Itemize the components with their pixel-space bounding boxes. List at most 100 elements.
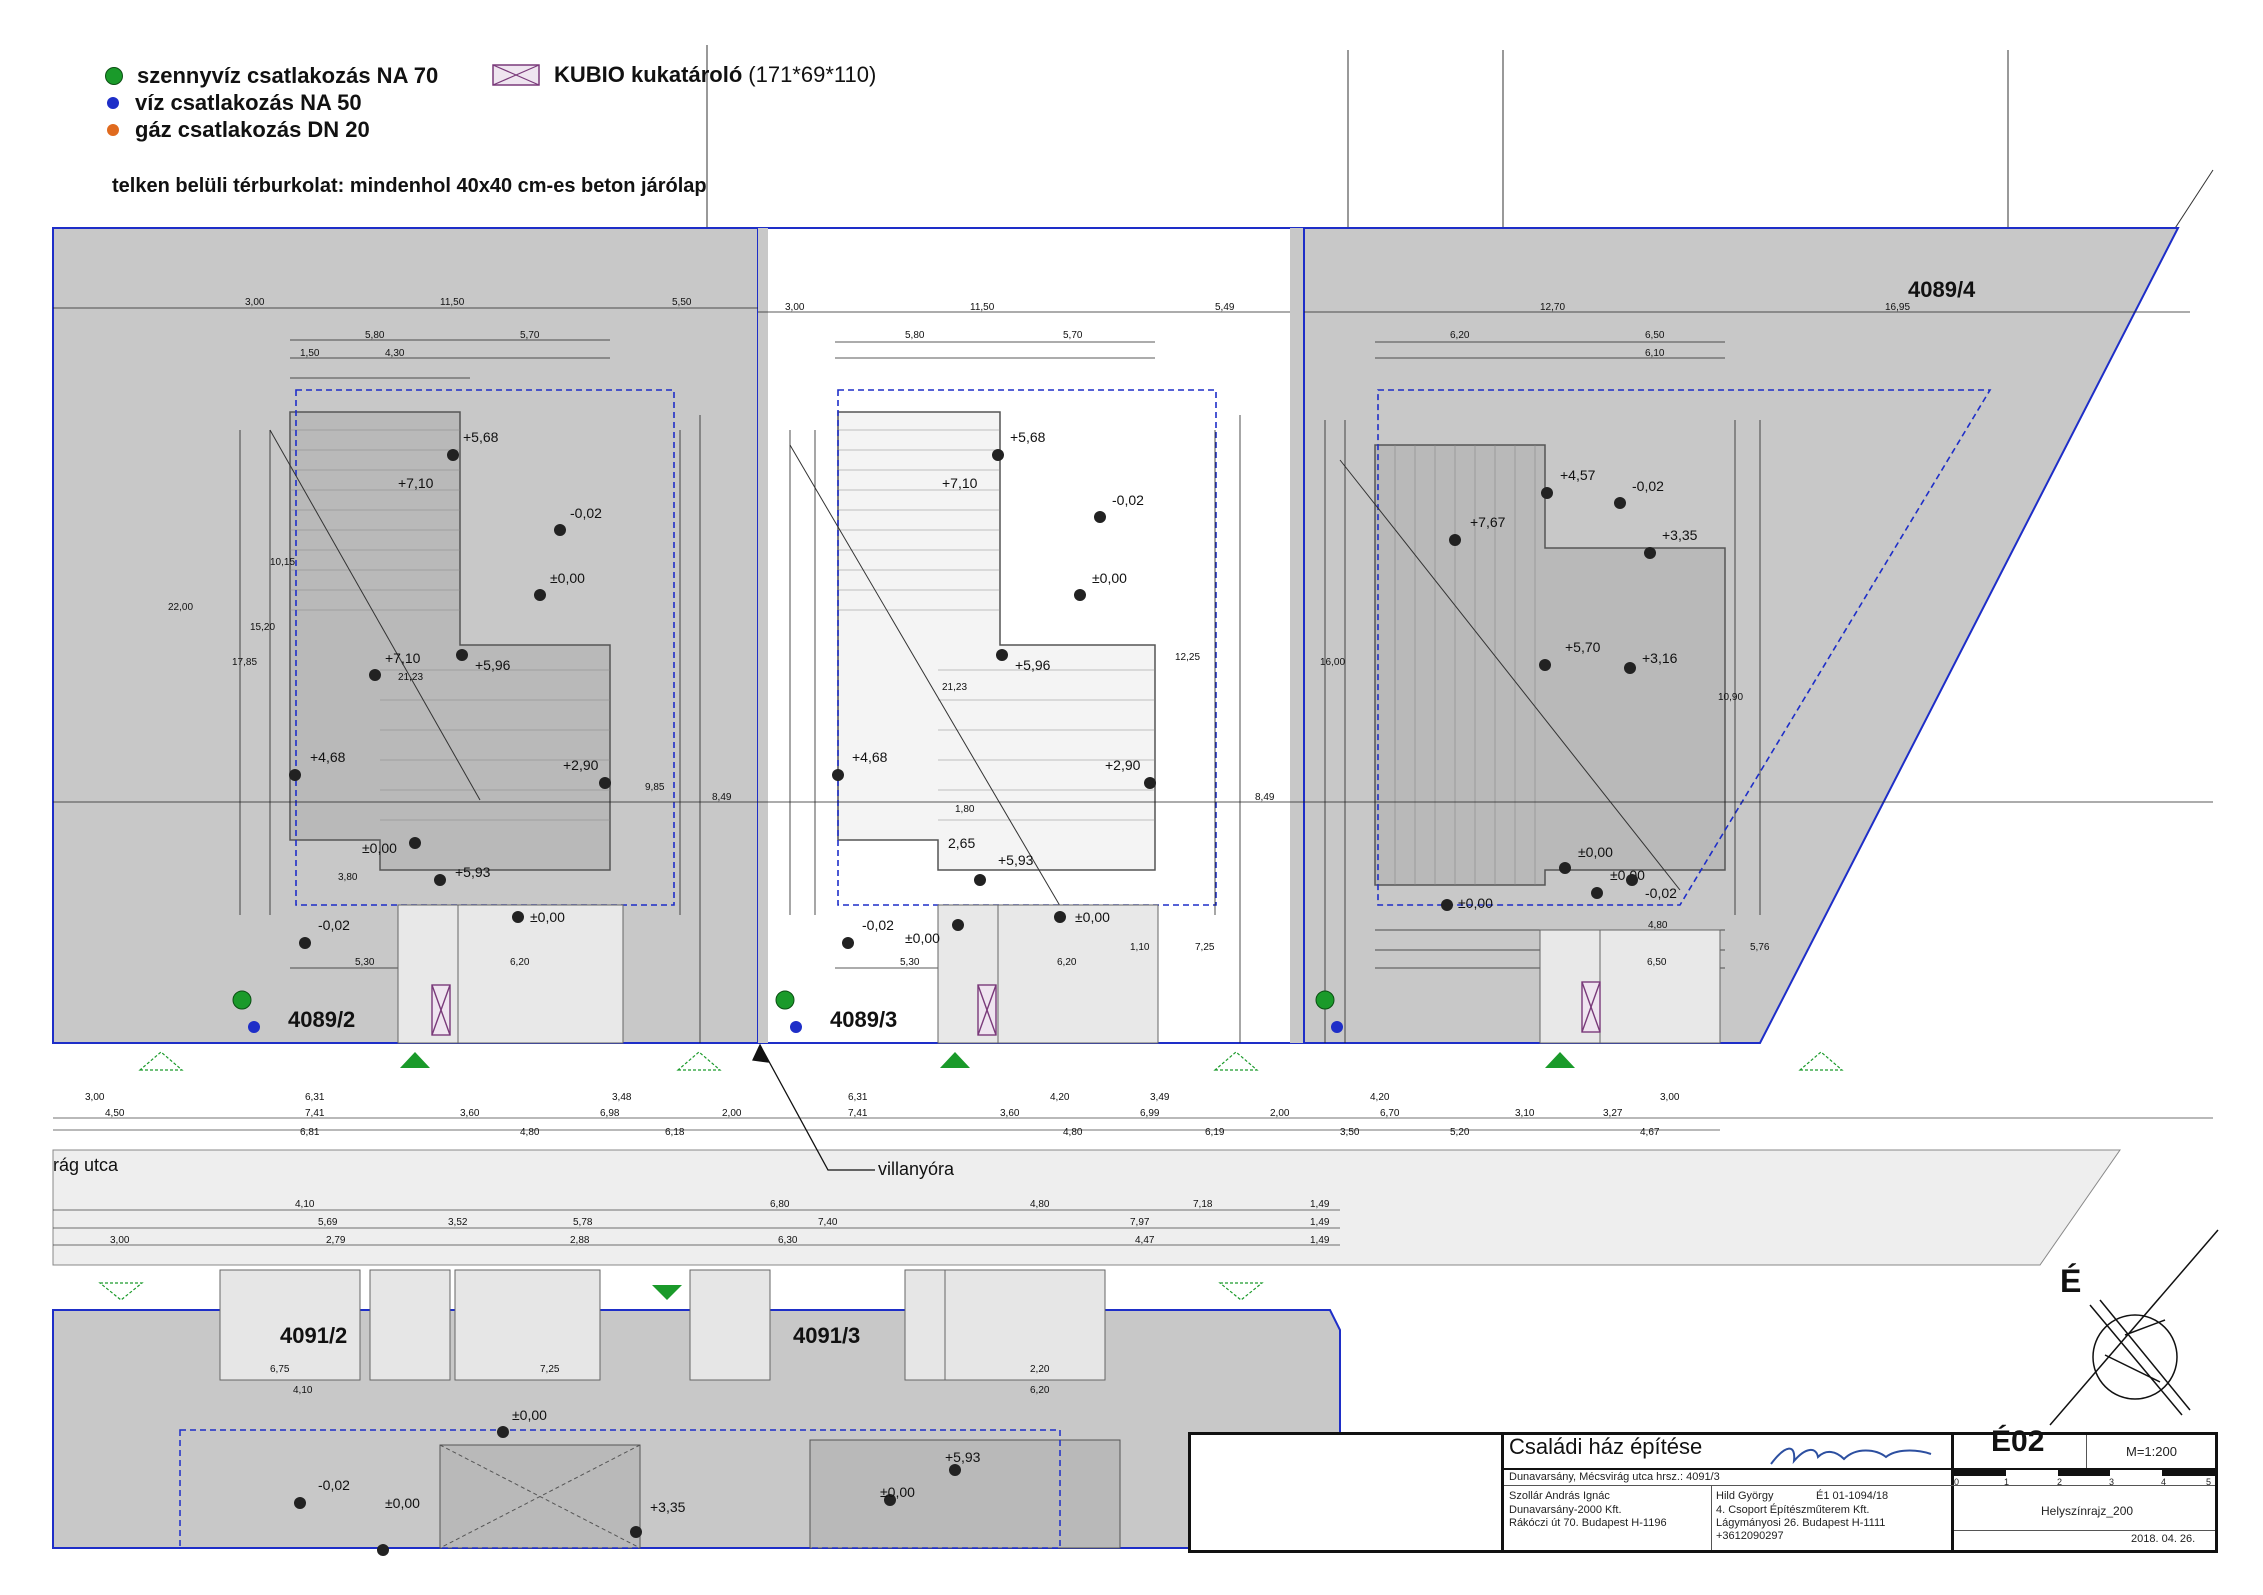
svg-text:2,79: 2,79	[326, 1235, 346, 1246]
svg-text:5,30: 5,30	[355, 957, 375, 968]
level-text: +3,35	[650, 1499, 686, 1515]
level-text: +5,93	[455, 864, 491, 880]
north-arrow-icon	[2049, 1229, 2219, 1426]
level-text: +4,68	[310, 749, 346, 765]
plot-label-4091-3: 4091/3	[793, 1323, 860, 1348]
dimension-texts: 3,00 11,50 5,50 5,80 5,70 1,50 4,30 17,8…	[168, 297, 1910, 968]
scale-tick: 1	[2004, 1477, 2010, 1487]
green-dot-icon	[105, 66, 123, 85]
level-text: ±0,00	[880, 1484, 915, 1500]
svg-text:2,00: 2,00	[1270, 1108, 1290, 1119]
level-text: -0,02	[1632, 478, 1664, 494]
building-4089-2	[289, 411, 611, 871]
legend-label: szennyvíz csatlakozás NA 70	[137, 62, 439, 88]
svg-text:6,18: 6,18	[665, 1127, 685, 1138]
orange-dot-icon	[107, 123, 119, 136]
svg-text:21,23: 21,23	[398, 672, 423, 683]
scale-tick: 3	[2109, 1477, 2115, 1487]
svg-text:4,80: 4,80	[520, 1127, 540, 1138]
svg-text:4,10: 4,10	[293, 1385, 313, 1396]
svg-text:6,30: 6,30	[778, 1235, 798, 1246]
level-text: +5,70	[1565, 639, 1601, 655]
street-name: rág utca	[53, 1155, 119, 1175]
level-text: +5,93	[998, 852, 1034, 868]
level-text: ±0,00	[550, 570, 585, 586]
svg-text:6,10: 6,10	[1645, 348, 1665, 359]
scale-tick: 2	[2057, 1477, 2063, 1487]
svg-text:17,85: 17,85	[232, 657, 257, 668]
svg-text:6,20: 6,20	[1450, 330, 1470, 341]
svg-text:3,60: 3,60	[1000, 1108, 1020, 1119]
level-text: ±0,00	[1075, 909, 1110, 925]
drawing-date: 2018. 04. 26.	[2131, 1533, 2196, 1545]
svg-text:3,00: 3,00	[1660, 1092, 1680, 1103]
level-text: ±0,00	[385, 1495, 420, 1511]
level-text: +5,93	[945, 1449, 981, 1465]
street-strip	[52, 1085, 2213, 1266]
level-text: ±0,00	[1578, 844, 1613, 860]
meter-pointer	[752, 1043, 875, 1171]
level-text: -0,02	[862, 917, 894, 933]
svg-text:6,75: 6,75	[270, 1364, 290, 1375]
svg-text:4,80: 4,80	[1648, 920, 1668, 931]
north-label: É	[2060, 1263, 2081, 1299]
svg-text:21,23: 21,23	[942, 682, 967, 693]
svg-text:1,49: 1,49	[1310, 1217, 1330, 1228]
svg-text:5,80: 5,80	[365, 330, 385, 341]
svg-text:5,20: 5,20	[1450, 1127, 1470, 1138]
legend-item-kubio: KUBIO kukatároló (171*69*110)	[492, 62, 876, 88]
svg-text:6,81: 6,81	[300, 1127, 320, 1138]
svg-text:6,31: 6,31	[848, 1092, 868, 1103]
svg-text:5,78: 5,78	[573, 1217, 593, 1228]
svg-text:6,99: 6,99	[1140, 1108, 1160, 1119]
scale-tick: 4	[2161, 1477, 2167, 1487]
svg-text:5,50: 5,50	[672, 297, 692, 308]
svg-text:4,30: 4,30	[385, 348, 405, 359]
svg-text:3,00: 3,00	[245, 297, 265, 308]
level-text: +7,10	[942, 475, 978, 491]
svg-text:12,70: 12,70	[1540, 302, 1565, 313]
drawing-code: É02	[1991, 1425, 2045, 1458]
lower-plots	[52, 1269, 1341, 1549]
svg-text:4,10: 4,10	[295, 1199, 315, 1210]
svg-text:2,20: 2,20	[1030, 1364, 1050, 1375]
svg-text:6,50: 6,50	[1647, 957, 1667, 968]
office-line1: 4. Csoport Építészműterem Kft.	[1716, 1504, 1870, 1516]
svg-text:9,85: 9,85	[645, 782, 665, 793]
title-block: Családi ház építése Dunavarsány, Mécsvir…	[1188, 1425, 2218, 1553]
legend: szennyvíz csatlakozás NA 70 víz csatlako…	[105, 62, 438, 143]
svg-text:7,25: 7,25	[1195, 942, 1215, 953]
client-line2: Dunavarsány-2000 Kft.	[1509, 1504, 1622, 1516]
level-text: +3,35	[1662, 527, 1698, 543]
svg-text:6,70: 6,70	[1380, 1108, 1400, 1119]
legend-item-water: víz csatlakozás NA 50	[105, 89, 438, 116]
svg-text:5,70: 5,70	[520, 330, 540, 341]
svg-text:7,41: 7,41	[305, 1108, 325, 1119]
level-text: +3,16	[1642, 650, 1678, 666]
svg-text:3,00: 3,00	[785, 302, 805, 313]
plot-label-4089-2: 4089/2	[288, 1007, 355, 1032]
plot-label-4091-2: 4091/2	[280, 1323, 347, 1348]
svg-text:6,98: 6,98	[600, 1108, 620, 1119]
kubio-dims: (171*69*110)	[748, 62, 877, 87]
svg-text:1,50: 1,50	[300, 348, 320, 359]
svg-text:6,31: 6,31	[305, 1092, 325, 1103]
water-connection-icon	[1331, 1021, 1343, 1033]
svg-text:6,19: 6,19	[1205, 1127, 1225, 1138]
level-text: ±0,00	[1092, 570, 1127, 586]
svg-text:4,47: 4,47	[1135, 1235, 1155, 1246]
architect-name: Hild György	[1716, 1490, 1774, 1502]
client-line3: Rákóczi út 70. Budapest H-1196	[1509, 1517, 1667, 1529]
water-connection-icon	[248, 1021, 260, 1033]
svg-text:1,10: 1,10	[1130, 942, 1150, 953]
svg-text:6,50: 6,50	[1645, 330, 1665, 341]
electric-meter-label: villanyóra	[878, 1159, 955, 1179]
level-text: ±0,00	[1458, 895, 1493, 911]
roof-hatching	[290, 429, 1536, 885]
svg-text:16,00: 16,00	[1320, 657, 1345, 668]
svg-text:6,20: 6,20	[1030, 1385, 1050, 1396]
svg-text:1,49: 1,49	[1310, 1235, 1330, 1246]
level-text: +7,67	[1470, 514, 1506, 530]
architect-reg: É1 01-1094/18	[1816, 1490, 1889, 1502]
